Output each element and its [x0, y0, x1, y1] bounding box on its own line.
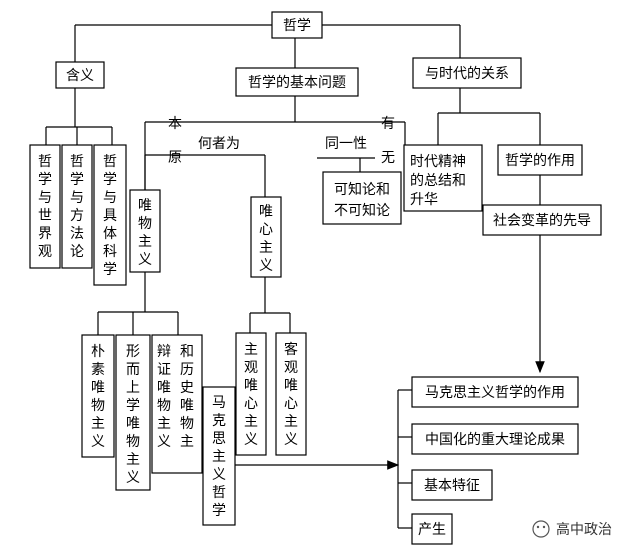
- marxism-features-node: 基本特征: [411, 469, 493, 501]
- era-spirit-line-2: 的总结和: [410, 173, 466, 189]
- idealism-node: 唯心主义: [250, 196, 282, 278]
- objective-idealism-node: 客观唯心主义: [275, 332, 307, 456]
- knowability-node: 可知论和 不可知论: [322, 171, 402, 225]
- dialectical-materialism-node: 辩证唯物主义 和历史唯物主: [151, 334, 203, 474]
- identity-label-char-1: 有: [381, 116, 395, 132]
- knowability-line-2: 不可知论: [334, 202, 390, 219]
- materialism-node: 唯物主义: [129, 189, 161, 273]
- dialectical-materialism-text-col1: 辩证唯物主义: [157, 344, 171, 450]
- origin-label-char-2: 原: [168, 150, 182, 166]
- root-node: 哲学: [271, 11, 323, 39]
- meaning-item-science-text: 哲学与具体科学: [103, 154, 117, 278]
- pioneer-node: 社会变革的先导: [482, 204, 602, 236]
- objective-idealism-text: 客观唯心主义: [284, 341, 298, 448]
- era-spirit-node: 时代精神 的总结和 升华: [403, 144, 483, 212]
- marxism-achievement-label: 中国化的重大理论成果: [425, 432, 565, 448]
- basic-question-label: 哲学的基本问题: [248, 74, 346, 91]
- era-relation-node: 与时代的关系: [412, 57, 522, 89]
- dialectical-materialism-text-col2: 和历史唯物主: [180, 344, 194, 450]
- idealism-text: 唯心主义: [259, 204, 273, 274]
- role-node: 哲学的作用: [497, 144, 583, 176]
- origin-edge-label: 何者为: [198, 136, 240, 152]
- origin-label-char-1: 本: [168, 116, 182, 132]
- pioneer-label: 社会变革的先导: [493, 213, 591, 229]
- meaning-node: 含义: [55, 61, 105, 89]
- metaphysical-materialism-text: 形而上学唯物主义: [126, 344, 140, 486]
- marxism-achievement-node: 中国化的重大理论成果: [411, 423, 579, 455]
- identity-label-char-2: 无: [381, 150, 395, 166]
- wechat-icon: [532, 520, 550, 538]
- meaning-item-science: 哲学与具体科学: [93, 144, 127, 286]
- subjective-idealism-node: 主观唯心主义: [235, 332, 267, 456]
- metaphysical-materialism-node: 形而上学唯物主义: [115, 334, 151, 491]
- marxism-node: 马克思主义哲学: [202, 386, 236, 526]
- marxism-features-label: 基本特征: [424, 477, 480, 494]
- marxism-origin-node: 产生: [411, 513, 453, 545]
- role-label: 哲学的作用: [505, 153, 575, 169]
- watermark: 高中政治: [532, 520, 612, 538]
- era-spirit-line-1: 时代精神: [410, 154, 466, 170]
- meaning-item-methodology: 哲学与方法论: [61, 144, 93, 269]
- naive-materialism-node: 朴素唯物主义: [81, 334, 115, 458]
- marxism-text: 马克思主义哲学: [212, 395, 226, 519]
- meaning-item-worldview-text: 哲学与世界观: [38, 154, 52, 260]
- marxism-role-node: 马克思主义哲学的作用: [411, 376, 579, 408]
- knowability-line-1: 可知论和: [334, 181, 390, 198]
- meaning-item-methodology-text: 哲学与方法论: [70, 154, 84, 260]
- identity-edge-label: 同一性: [325, 136, 367, 152]
- materialism-text: 唯物主义: [138, 198, 152, 268]
- era-spirit-line-3: 升华: [410, 192, 438, 208]
- subjective-idealism-text: 主观唯心主义: [244, 342, 258, 448]
- meaning-item-worldview: 哲学与世界观: [29, 144, 61, 269]
- root-label: 哲学: [283, 18, 311, 34]
- era-relation-label: 与时代的关系: [425, 66, 509, 82]
- meaning-label: 含义: [66, 68, 94, 84]
- watermark-text: 高中政治: [556, 521, 612, 538]
- marxism-origin-label: 产生: [418, 522, 446, 538]
- basic-question-node: 哲学的基本问题: [235, 67, 359, 97]
- naive-materialism-text: 朴素唯物主义: [91, 344, 105, 450]
- marxism-role-label: 马克思主义哲学的作用: [425, 385, 565, 401]
